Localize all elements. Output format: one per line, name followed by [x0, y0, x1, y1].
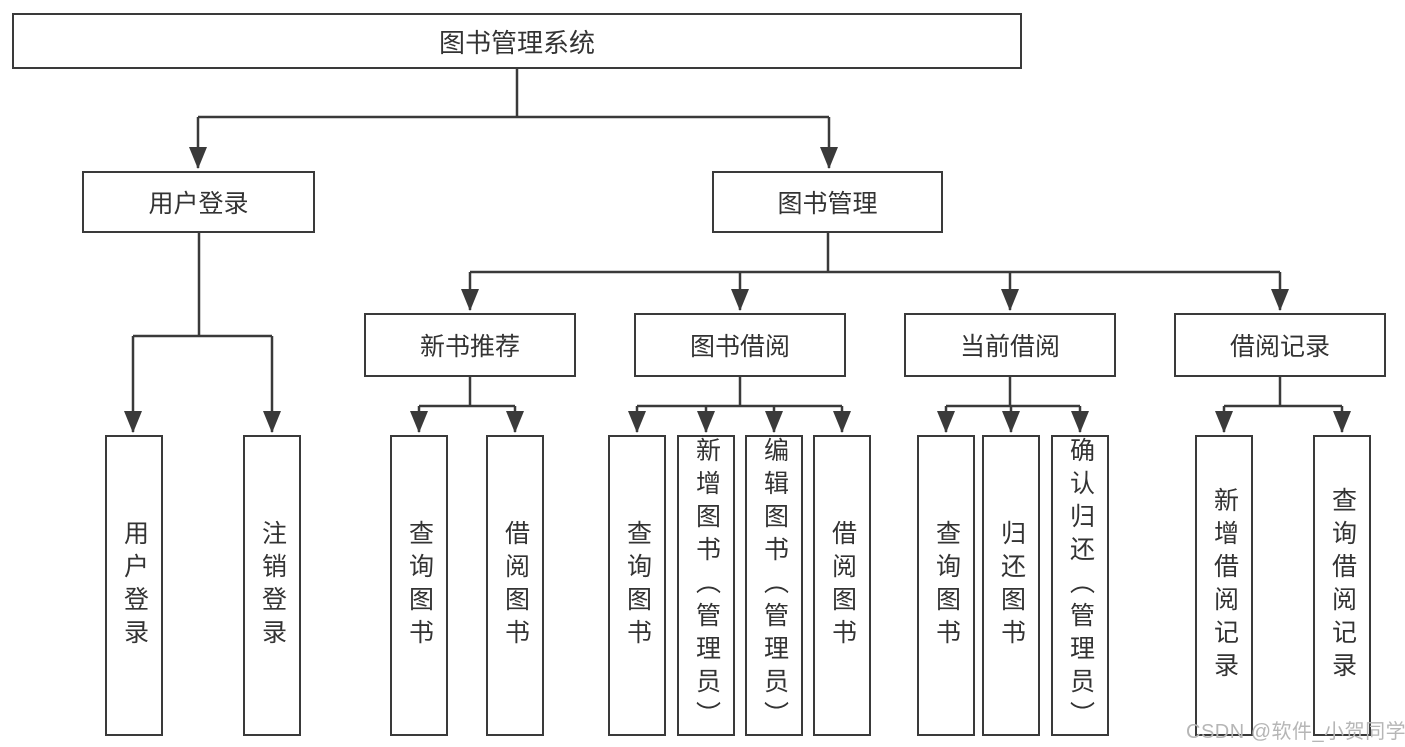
leaf-user-login: 用户登录 [105, 435, 163, 736]
leaf-records-query-record: 查询借阅记录 [1313, 435, 1371, 736]
node-new-book-recommend: 新书推荐 [364, 313, 576, 377]
leaf-records-add-record-label: 新增借阅记录 [1210, 486, 1239, 685]
leaf-current-query-books-label: 查询图书 [932, 519, 961, 652]
leaf-recommend-borrow-books-label: 借阅图书 [501, 519, 530, 652]
node-book-borrow: 图书借阅 [634, 313, 846, 377]
leaf-records-add-record: 新增借阅记录 [1195, 435, 1253, 736]
leaf-borrow-edit-books-admin-label: 编辑图书（管理员） [760, 437, 789, 734]
leaf-current-return-books: 归还图书 [982, 435, 1040, 736]
node-borrow-records: 借阅记录 [1174, 313, 1386, 377]
leaf-borrow-add-books-admin: 新增图书（管理员） [677, 435, 735, 736]
leaf-borrow-edit-books-admin: 编辑图书（管理员） [745, 435, 803, 736]
csdn-watermark: CSDN @软件_小贺同学 [1186, 721, 1405, 743]
leaf-recommend-query-books-label: 查询图书 [405, 519, 434, 652]
leaf-current-query-books: 查询图书 [917, 435, 975, 736]
leaf-current-confirm-return-admin: 确认归还（管理员） [1051, 435, 1109, 736]
leaf-logout: 注销登录 [243, 435, 301, 736]
leaf-borrow-query-books: 查询图书 [608, 435, 666, 736]
leaf-borrow-borrow-books-label: 借阅图书 [828, 519, 857, 652]
node-new-book-recommend-label: 新书推荐 [419, 333, 520, 361]
node-root-label: 图书管理系统 [438, 27, 595, 58]
node-current-borrow-label: 当前借阅 [959, 333, 1060, 361]
leaf-recommend-query-books: 查询图书 [390, 435, 448, 736]
node-user-login: 用户登录 [82, 171, 315, 233]
node-root: 图书管理系统 [12, 13, 1022, 69]
leaf-current-confirm-return-admin-label: 确认归还（管理员） [1066, 437, 1095, 734]
leaf-records-query-record-label: 查询借阅记录 [1328, 486, 1357, 685]
node-current-borrow: 当前借阅 [904, 313, 1116, 377]
leaf-borrow-add-books-admin-label: 新增图书（管理员） [692, 437, 721, 734]
leaf-current-return-books-label: 归还图书 [997, 519, 1026, 652]
leaf-borrow-borrow-books: 借阅图书 [813, 435, 871, 736]
leaf-logout-label: 注销登录 [258, 519, 287, 652]
node-book-borrow-label: 图书借阅 [689, 333, 790, 361]
leaf-user-login-label: 用户登录 [120, 519, 149, 652]
node-user-login-label: 用户登录 [148, 190, 249, 218]
leaf-recommend-borrow-books: 借阅图书 [486, 435, 544, 736]
node-borrow-records-label: 借阅记录 [1229, 333, 1330, 361]
node-book-management: 图书管理 [712, 171, 943, 233]
leaf-borrow-query-books-label: 查询图书 [623, 519, 652, 652]
node-book-management-label: 图书管理 [777, 190, 878, 218]
